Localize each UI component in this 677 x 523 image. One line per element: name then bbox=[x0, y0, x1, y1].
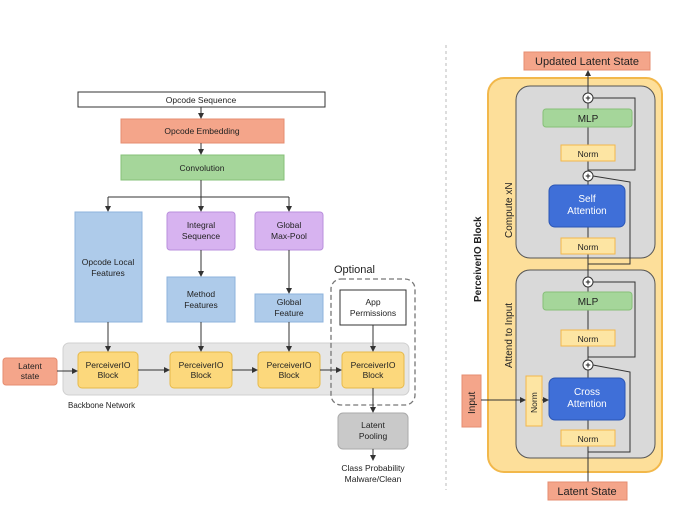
input-label: Input bbox=[467, 392, 478, 414]
updated-latent-state-label: Updated Latent State bbox=[535, 56, 639, 68]
self-attention-box bbox=[548, 184, 626, 228]
attend-input-norm bbox=[525, 375, 543, 427]
backbone-band bbox=[62, 342, 410, 396]
compute-norm-top bbox=[560, 144, 616, 162]
convolution-label: Convolution bbox=[180, 163, 225, 173]
compute-mlp-label: MLP bbox=[578, 114, 599, 125]
compute-label: Compute xN bbox=[504, 182, 515, 238]
attend-plus-1-text: + bbox=[585, 360, 590, 370]
optional-label: Optional bbox=[334, 264, 375, 276]
attend-norm-top bbox=[560, 329, 616, 347]
opcode-local-features-box bbox=[74, 211, 143, 323]
method-features-box bbox=[166, 276, 236, 323]
convolution-box bbox=[120, 154, 285, 181]
opcode-embedding-box bbox=[120, 118, 285, 144]
opcode-sequence-label: Opcode Sequence bbox=[166, 95, 237, 105]
attend-mlp-box bbox=[542, 291, 633, 311]
attend-norm-top-label: Norm bbox=[578, 334, 599, 344]
compute-plus-1-text: + bbox=[585, 171, 590, 181]
compute-norm-bottom bbox=[560, 237, 616, 255]
latent-state-bottom-box bbox=[547, 481, 628, 501]
attend-norm-bottom bbox=[560, 429, 616, 447]
compute-mlp-box bbox=[542, 108, 633, 128]
opcode-embedding-label: Opcode Embedding bbox=[164, 126, 239, 136]
backbone-label: Backbone Network bbox=[68, 401, 136, 410]
attend-label: Attend to Input bbox=[504, 303, 515, 368]
compute-norm-bottom-label: Norm bbox=[578, 242, 599, 252]
attend-mlp-label: MLP bbox=[578, 297, 599, 308]
compute-plus-2-text: + bbox=[585, 93, 590, 103]
input-box bbox=[461, 374, 482, 428]
perceiverio-block-label: PerceiverIO Block bbox=[473, 216, 484, 302]
attend-plus-2-text: + bbox=[585, 277, 590, 287]
compute-norm-top-label: Norm bbox=[578, 149, 599, 159]
global-feature-box bbox=[254, 293, 324, 323]
latent-state-bottom-label: Latent State bbox=[557, 486, 616, 498]
cross-attention-box bbox=[548, 377, 626, 421]
attend-norm-bottom-label: Norm bbox=[578, 434, 599, 444]
attend-input-norm-label: Norm bbox=[529, 392, 539, 413]
